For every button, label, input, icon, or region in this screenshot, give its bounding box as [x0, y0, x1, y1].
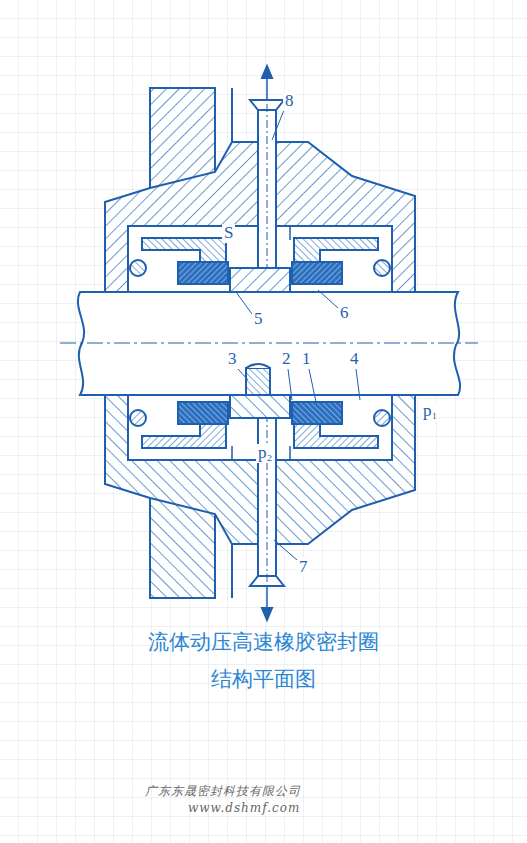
callout-number: 8: [283, 92, 296, 111]
callout-number: 6: [338, 304, 351, 323]
company-watermark: 广东东晟密封科技有限公司: [145, 785, 301, 798]
part-mark: S: [222, 224, 235, 243]
pressure-label: p₂: [256, 444, 274, 463]
title: 流体动压高速橡胶密封圈 结构平面图: [144, 624, 384, 698]
callout-number: 4: [348, 350, 361, 369]
callout-number: 2: [280, 350, 293, 369]
callout-number: 1: [300, 350, 313, 369]
pressure-label: p₁: [421, 402, 439, 421]
leader-lines: [236, 110, 360, 560]
title-box: 流体动压高速橡胶密封圈 结构平面图: [0, 624, 527, 698]
callout-number: 3: [226, 350, 239, 369]
callout-number: 7: [297, 558, 310, 577]
callout-number: 5: [252, 310, 265, 329]
website-watermark: www.dshmf.com: [188, 802, 300, 815]
